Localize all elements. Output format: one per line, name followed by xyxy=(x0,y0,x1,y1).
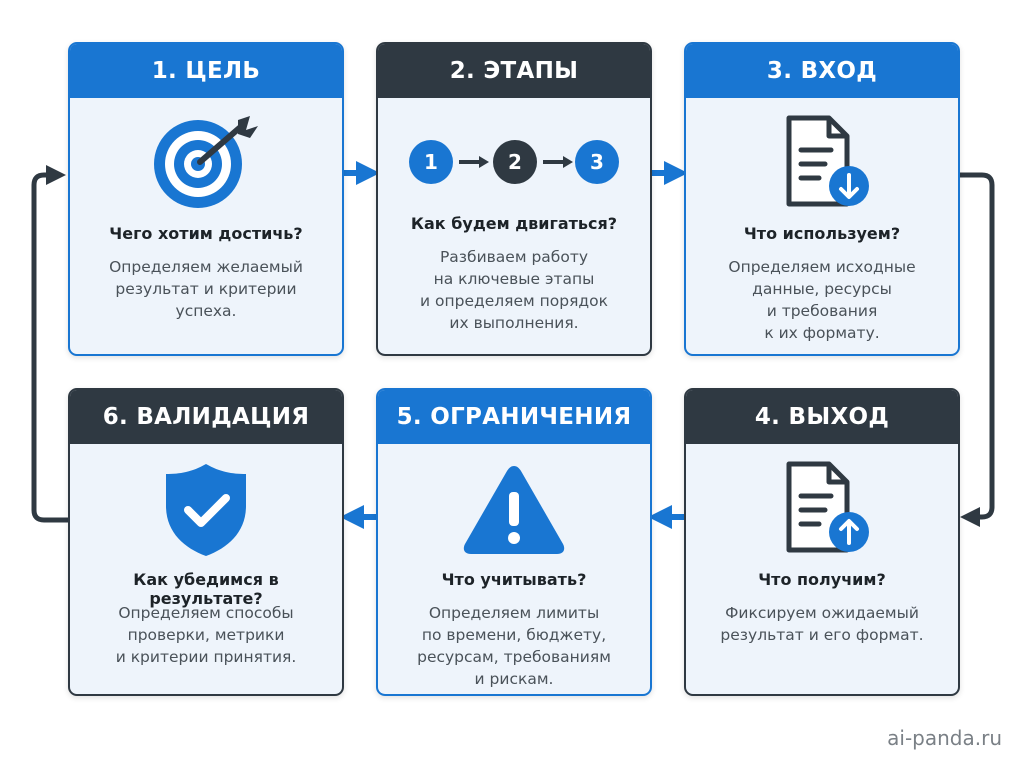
step-card-validation: 6. ВАЛИДАЦИЯ Как убедимся в результате? … xyxy=(68,388,344,696)
step-description: Разбиваем работу на ключевые этапы и опр… xyxy=(420,248,608,332)
step-description: Определяем способы проверки, метрики и к… xyxy=(115,604,297,666)
step-description: Определяем исходные данные, ресурсы и тр… xyxy=(728,258,916,342)
step-title: 4. ВЫХОД xyxy=(686,390,958,444)
target-icon xyxy=(154,116,258,208)
step-description: Определяем желаемый результат и критерии… xyxy=(109,258,303,320)
step-description: Определяем лимиты по времени, бюджету, р… xyxy=(417,604,611,688)
stage-number-1: 1 xyxy=(424,150,438,174)
step-description: Фиксируем ожидаемый результат и его форм… xyxy=(720,604,924,644)
arrow-3-to-4 xyxy=(958,172,995,527)
step-card-output: 4. ВЫХОД Что получим? Фиксируем ожидаемы… xyxy=(684,388,960,696)
step-question: Чего хотим достичь? xyxy=(109,224,303,243)
steps-sequence-icon: 1 2 3 xyxy=(409,140,619,184)
arrow-6-to-1 xyxy=(31,165,68,523)
step-title: 6. ВАЛИДАЦИЯ xyxy=(70,390,342,444)
warning-icon xyxy=(463,466,565,554)
stage-number-3: 3 xyxy=(590,150,604,174)
step-question: Что используем? xyxy=(743,224,901,243)
stage-number-2: 2 xyxy=(508,150,522,174)
step-title: 5. ОГРАНИЧЕНИЯ xyxy=(378,390,650,444)
step-card-input: 3. ВХОД Что используем? Определяем исход… xyxy=(684,42,960,356)
step-card-goal: 1. ЦЕЛЬ Чего хотим достичь? Определяем ж… xyxy=(68,42,344,356)
document-upload-icon xyxy=(786,461,869,553)
step-title: 3. ВХОД xyxy=(686,44,958,98)
document-download-icon xyxy=(786,115,869,207)
step-question: Что получим? xyxy=(758,570,886,589)
step-question: Как убедимся в результате? xyxy=(133,570,279,608)
step-card-constraints: 5. ОГРАНИЧЕНИЯ Что учитывать? Определяем… xyxy=(376,388,652,696)
shield-check-icon xyxy=(166,464,246,556)
step-title: 1. ЦЕЛЬ xyxy=(70,44,342,98)
step-title: 2. ЭТАПЫ xyxy=(378,44,650,98)
step-question: Что учитывать? xyxy=(441,570,587,589)
step-question: Как будем двигаться? xyxy=(410,214,618,233)
watermark: ai-panda.ru xyxy=(887,726,1002,750)
step-card-stages: 2. ЭТАПЫ 1 2 3 Как будем двигаться? Разб… xyxy=(376,42,652,356)
